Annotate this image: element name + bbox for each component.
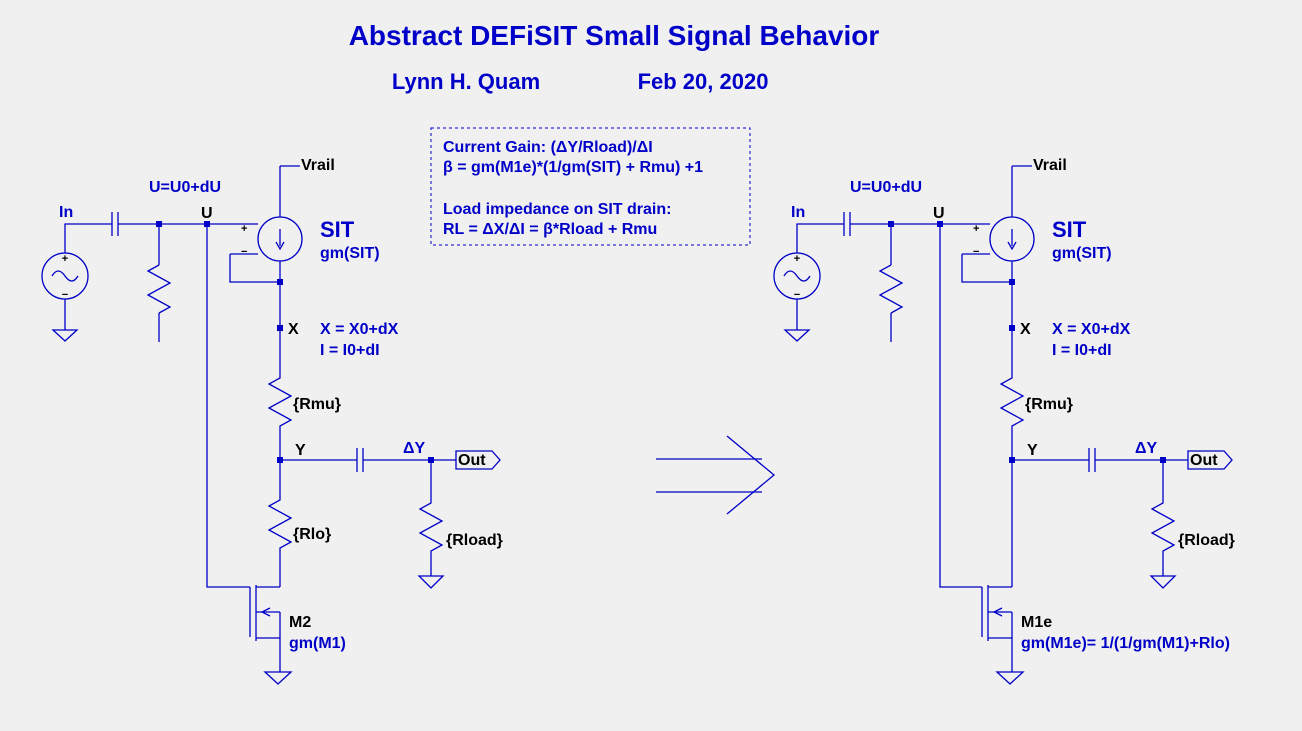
right-label-vrail: Vrail: [1033, 157, 1067, 174]
left-source-ground-icon: [51, 329, 79, 342]
right-label-u-eq: U=U0+dU: [850, 179, 922, 196]
left-rlo-resistor-icon: [267, 460, 293, 587]
left-label-u-eq: U=U0+dU: [149, 179, 221, 196]
left-source-plus: +: [62, 253, 68, 265]
right-nmos-ground-icon: [995, 671, 1025, 685]
left-label-rlo: {Rlo}: [293, 526, 331, 543]
right-output-capacitor-icon: [1088, 448, 1096, 472]
right-sit-minus: −: [973, 246, 979, 258]
note-line-current-gain: Current Gain: (ΔY/Rload)/ΔI: [443, 139, 653, 156]
right-label-in: In: [791, 204, 805, 221]
right-label-rmu: {Rmu}: [1025, 396, 1073, 413]
right-rload-ground-icon: [1149, 575, 1177, 589]
right-source-minus: −: [794, 289, 800, 301]
note-box: Current Gain: (ΔY/Rload)/ΔI β = gm(M1e)*…: [430, 127, 751, 246]
left-label-in: In: [59, 204, 73, 221]
right-rmu-resistor-icon: [999, 370, 1025, 460]
author: Lynn H. Quam: [392, 69, 540, 94]
left-label-rmu: {Rmu}: [293, 396, 341, 413]
left-sit-minus: −: [241, 246, 247, 258]
left-nmos-icon: [249, 585, 281, 672]
right-junction-dot-drain: [1009, 279, 1015, 285]
left-junction-dot-x: [277, 325, 283, 331]
left-label-sit: SIT: [320, 217, 355, 242]
left-label-x-eq: X = X0+dX: [320, 321, 399, 338]
left-label-m: M2: [289, 614, 311, 631]
left-junction-dot-drain: [277, 279, 283, 285]
left-out-port: [455, 450, 501, 470]
right-sit-plus: +: [973, 223, 979, 235]
right-label-sit: SIT: [1052, 217, 1087, 242]
left-circuit: + − In U=U0+dU U Vrail + −: [41, 157, 503, 685]
note-line-rl: RL = ΔX/ΔI = β*Rload + Rmu: [443, 221, 657, 238]
right-junction-dot: [888, 221, 894, 227]
left-label-rload: {Rload}: [446, 532, 503, 549]
right-label-x-eq: X = X0+dX: [1052, 321, 1131, 338]
left-input-capacitor-icon: [111, 212, 119, 236]
right-input-capacitor-icon: [843, 212, 851, 236]
left-label-u: U: [201, 205, 213, 222]
right-label-out: Out: [1190, 452, 1218, 469]
page-title: Abstract DEFiSIT Small Signal Behavior: [349, 20, 880, 51]
left-output-capacitor-icon: [356, 448, 364, 472]
left-label-vrail: Vrail: [301, 157, 335, 174]
note-line-load-title: Load impedance on SIT drain:: [443, 201, 671, 218]
left-label-x: X: [288, 321, 299, 338]
left-rmu-resistor-icon: [267, 370, 293, 460]
right-junction-dot-x: [1009, 325, 1015, 331]
left-junction-dot: [156, 221, 162, 227]
left-bias-resistor-icon: [146, 264, 172, 314]
right-label-dy: ΔY: [1135, 440, 1158, 457]
right-circuit: + − In U=U0+dU U Vrail + − SIT gm(SIT): [773, 157, 1235, 685]
left-label-out: Out: [458, 452, 486, 469]
left-label-y: Y: [295, 442, 306, 459]
left-sit-plus: +: [241, 223, 247, 235]
right-nmos-icon: [981, 585, 1013, 672]
transform-arrow-icon: [656, 435, 776, 515]
left-label-i-eq: I = I0+dI: [320, 342, 380, 359]
right-out-port: [1187, 450, 1233, 470]
right-label-m-gm: gm(M1e)= 1/(1/gm(M1)+Rlo): [1021, 635, 1230, 652]
right-label-sit-gm: gm(SIT): [1052, 245, 1112, 262]
note-line-beta: β = gm(M1e)*(1/gm(SIT) + Rmu) +1: [443, 159, 703, 176]
right-label-rload: {Rload}: [1178, 532, 1235, 549]
left-rload-resistor-icon: [418, 460, 444, 576]
right-label-i-eq: I = I0+dI: [1052, 342, 1112, 359]
right-source-plus: +: [794, 253, 800, 265]
right-source-ground-icon: [783, 329, 811, 342]
right-label-y: Y: [1027, 442, 1038, 459]
left-source-minus: −: [62, 289, 68, 301]
note-border: [430, 127, 751, 246]
left-voltage-source-icon: + −: [41, 252, 89, 301]
right-label-u: U: [933, 205, 945, 222]
left-label-sit-gm: gm(SIT): [320, 245, 380, 262]
left-label-dy: ΔY: [403, 440, 426, 457]
left-rload-ground-icon: [417, 575, 445, 589]
right-bias-resistor-icon: [878, 264, 904, 314]
right-label-x: X: [1020, 321, 1031, 338]
right-label-m: M1e: [1021, 614, 1052, 631]
right-voltage-source-icon: + −: [773, 252, 821, 301]
right-rload-resistor-icon: [1150, 460, 1176, 576]
left-label-m-gm: gm(M1): [289, 635, 346, 652]
left-nmos-ground-icon: [263, 671, 293, 685]
date: Feb 20, 2020: [638, 69, 769, 94]
